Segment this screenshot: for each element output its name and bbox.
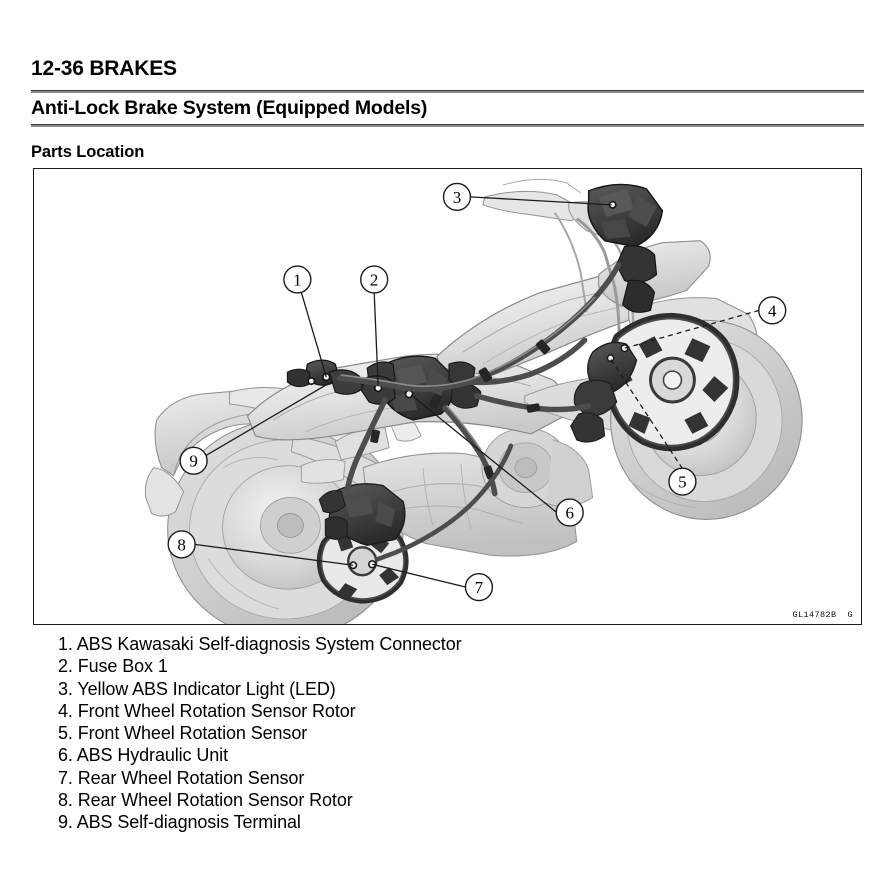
callout-leaders-dashed	[610, 309, 760, 470]
callout-7: 7	[464, 573, 494, 602]
parts-list-item: 2. Fuse Box 1	[58, 656, 168, 677]
svg-text:9: 9	[189, 452, 197, 471]
parts-list: 1. ABS Kawasaki Self-diagnosis System Co…	[58, 633, 462, 834]
leader-9	[205, 382, 330, 457]
callout-bubbles: 1 2 3 4	[167, 182, 787, 602]
parts-list-item: 7. Rear Wheel Rotation Sensor	[58, 767, 305, 788]
section-title: Anti-Lock Brake System (Equipped Models)	[31, 97, 428, 119]
svg-text:3: 3	[453, 188, 461, 207]
parts-list-item: 4. Front Wheel Rotation Sensor Rotor	[58, 700, 356, 721]
leader-2	[373, 292, 379, 387]
parts-list-item: 1. ABS Kawasaki Self-diagnosis System Co…	[58, 634, 462, 654]
svg-text:2: 2	[370, 271, 378, 290]
rear-sensor-lead	[374, 443, 514, 562]
parts-list-item: 6. ABS Hydraulic Unit	[58, 745, 228, 766]
motorcycle-illustration: 1 2 3 4	[144, 178, 803, 624]
hose-clamps	[370, 339, 551, 480]
svg-text:4: 4	[768, 301, 777, 320]
leader-5	[610, 358, 683, 470]
callout-layer: 1 2 3 4	[167, 182, 787, 602]
leader-7	[372, 563, 467, 588]
rear-brake-assembly	[316, 483, 409, 604]
header-rule-top	[31, 90, 864, 93]
parts-list-item: 8. Rear Wheel Rotation Sensor Rotor	[58, 790, 353, 811]
parts-list-item: 5. Front Wheel Rotation Sensor	[58, 723, 308, 744]
parts-location-figure: 1 2 3 4	[33, 168, 862, 625]
callout-3: 3	[442, 182, 472, 212]
callout-2: 2	[360, 265, 389, 294]
page-header: 12-36 BRAKES	[31, 57, 177, 80]
brake-hose-highlights	[340, 296, 596, 451]
svg-text:5: 5	[678, 473, 686, 492]
leader-8	[194, 543, 354, 566]
callout-1: 1	[283, 265, 312, 294]
svg-text:1: 1	[293, 271, 301, 290]
callout-5: 5	[668, 467, 697, 496]
subsection-title: Parts Location	[31, 143, 145, 161]
callout-leaders	[194, 196, 612, 588]
svg-text:6: 6	[565, 503, 573, 522]
leader-3	[469, 196, 612, 206]
callout-8: 8	[167, 530, 196, 559]
svg-text:8: 8	[177, 535, 185, 554]
callout-4: 4	[758, 296, 787, 325]
parts-list-item: 9. ABS Self-diagnosis Terminal	[58, 812, 301, 833]
motorcycle-abs-diagram: 1 2 3 4	[144, 178, 803, 624]
front-brake-assembly	[570, 312, 740, 452]
header-rule-bottom	[31, 124, 864, 127]
abs-indicator-meter	[587, 183, 664, 313]
svg-text:7: 7	[475, 578, 483, 597]
callout-9: 9	[179, 446, 208, 475]
callout-6: 6	[555, 498, 584, 527]
figure-code: GL14782B G	[792, 610, 853, 620]
leader-1	[300, 292, 327, 378]
leader-6	[410, 394, 558, 513]
parts-list-item: 3. Yellow ABS Indicator Light (LED)	[58, 678, 336, 699]
